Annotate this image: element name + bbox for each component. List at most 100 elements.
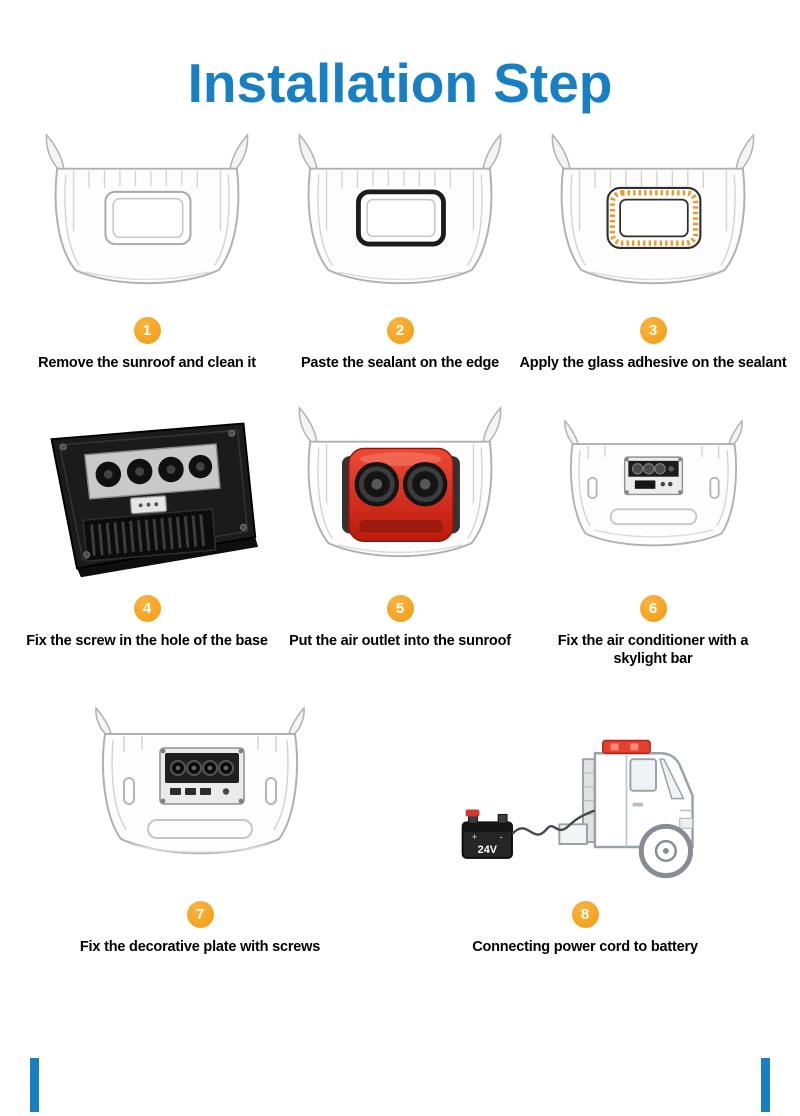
step-number-badge: 6 [639,594,667,622]
roof-bottom-crease [129,843,271,853]
steps-row-1: 1 Remove the sunroof and clean it [0,129,800,373]
roof-left-horn [45,133,65,172]
roof-adhesive-illustration [551,133,755,285]
roof-control-panel-illustration [563,419,743,547]
door-handle [632,802,644,807]
roof-right-horn [482,133,502,172]
roof-bottom-crease [84,271,210,281]
sunroof-opening [366,199,436,238]
plate-screws [160,748,244,804]
roof-ribs [317,443,483,539]
steps-row-2: 4 Fix the screw in the hole of the base [0,397,800,670]
control-box [129,494,167,514]
side-slot-right [265,776,277,805]
beacon-lens [630,743,639,751]
side-slot-left [123,776,135,805]
base-screws [59,429,247,558]
windshield [659,758,685,800]
truck-illustration [558,739,694,879]
step-2-art [284,129,516,311]
step-1: 1 Remove the sunroof and clean it [21,129,274,373]
roof-right-horn [288,705,305,737]
base-grille [82,507,217,562]
ac-fan-right-icon [402,462,448,507]
sunroof-opening [619,199,689,238]
panel-fans [95,454,212,487]
roof-ribs [64,170,230,267]
roof-sunroof-removed-illustration [45,133,249,285]
battery: + - 24V [461,809,513,859]
step-number-badge: 1 [133,316,161,344]
step-4-art [30,397,265,589]
sunroof-opening [112,198,184,239]
roof-ribs [577,445,729,527]
battery-clamp [465,809,480,817]
roof-bottom-crease [590,271,716,281]
lower-console-outline [609,508,697,526]
step-3-art [537,129,769,311]
step-caption: Paste the sealant on the edge [300,354,500,371]
ac-unit-grille [359,520,443,533]
lower-console-outline [147,818,253,839]
truck-battery-illustration: + - 24V [461,739,694,879]
roof-left-horn [563,419,579,447]
roof-left-horn [298,133,318,172]
step-number-badge: 8 [571,901,599,929]
roof-bottom-crease [337,271,463,281]
step-7: 7 Fix the decorative plate with screws [15,697,385,957]
control-button [667,481,673,487]
control-button [660,481,665,487]
step-6-art [551,397,756,589]
step-1-art [31,129,263,311]
step-caption: Fix the air conditioner with a skylight … [557,632,749,668]
roof-left-horn [95,705,112,737]
step-number-badge: 4 [133,594,161,622]
battery-terminal [497,814,508,824]
side-slot-left [586,476,598,500]
base-plate-illustration [49,422,258,577]
side-window [629,758,658,792]
roof-right-horn [229,133,249,172]
step-8-art: + - 24V [437,697,733,895]
step-caption: Connecting power cord to battery [472,939,698,956]
step-number-badge: 3 [639,316,667,344]
glass-adhesive-band [609,190,699,247]
step-number-badge: 7 [186,901,214,929]
step-5-art [284,397,516,589]
step-4: 4 Fix the screw in the hole of the base [21,397,274,651]
wheel-center [662,848,669,854]
battery-voltage-label: 24V [478,844,498,856]
page-title: Installation Step [187,52,613,114]
step-number-badge: 2 [386,316,414,344]
battery-top-strip [462,822,512,833]
roof-left-horn [298,406,318,445]
roof-ac-unit-illustration [298,406,502,558]
plate-buttons [170,787,230,795]
roof-right-horn [735,133,755,172]
step-3: 3 Apply the glass adhesive on the sealan… [520,129,787,373]
step-6: 6 Fix the air conditioner with a skyligh… [527,397,780,670]
roof-right-horn [482,406,502,445]
power-cord [511,809,596,836]
ac-fan-left-icon [354,462,400,507]
step-caption: Apply the glass adhesive on the sealant [519,354,787,371]
step-5: 5 Put the air outlet into the sunroof [274,397,527,651]
roof-ribs [317,170,483,267]
control-knobs [631,463,674,475]
steps-row-3: 7 Fix the decorative plate with screws [0,697,800,957]
battery-minus-sign: - [500,832,503,842]
step-number-badge: 5 [386,594,414,622]
roof-bottom-crease [593,529,713,538]
roof-right-horn [727,419,743,447]
battery-plus-sign: + [472,832,477,842]
step-caption: Fix the decorative plate with screws [79,939,321,956]
vent-knobs [170,759,234,776]
bottom-left-accent-bar [30,1058,39,1112]
roof-sealant-illustration [298,133,502,285]
front-step [679,817,694,829]
panel-screws [624,457,682,494]
step-caption: Put the air outlet into the sunroof [289,632,511,649]
fuel-tank [558,823,588,846]
roof-left-horn [551,133,571,172]
step-7-art [80,697,320,895]
